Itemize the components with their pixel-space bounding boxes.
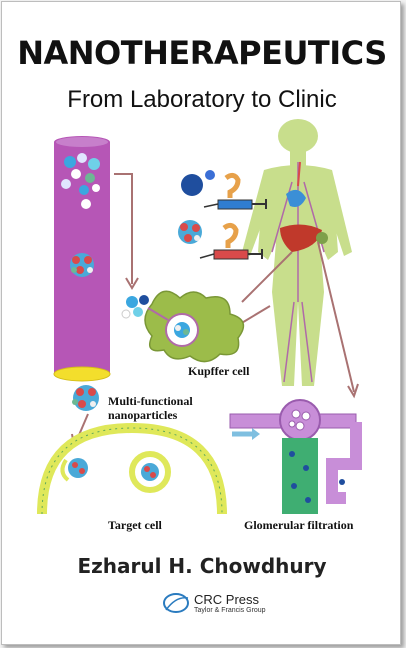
- publisher-tagline: Taylor & Francis Group: [194, 606, 266, 614]
- human-body-illustration: [241, 119, 359, 399]
- publisher-logo: CRC Press Taylor & Francis Group: [162, 592, 266, 614]
- glomerular-filtration-illustration: [229, 399, 362, 514]
- nanoparticles-label-line1: Multi-functional: [108, 394, 193, 408]
- target-cell-illustration: [37, 422, 227, 515]
- target-cell-label: Target cell: [108, 518, 162, 532]
- kupffer-cell-label: Kupffer cell: [188, 364, 250, 378]
- crc-logo-icon: [163, 593, 189, 613]
- publisher-name: CRC Press: [194, 591, 260, 607]
- nanoparticle-in-vessel: [70, 253, 94, 277]
- book-subtitle: From Laboratory to Clinic: [67, 86, 337, 113]
- multifunctional-nanoparticle-illustration: [72, 385, 99, 411]
- glomerular-filtration-label: Glomerular filtration: [244, 518, 354, 532]
- syringe-blue-illustration: [181, 170, 267, 210]
- nanoparticles-label-line2: nanoparticles: [108, 408, 178, 422]
- book-author: Ezharul H. Chowdhury: [77, 554, 327, 578]
- syringe-red-illustration: [178, 220, 263, 260]
- book-cover: NANOTHERAPEUTICS From Laboratory to Clin…: [1, 1, 401, 645]
- cover-illustration: [37, 119, 362, 515]
- kupffer-cell-illustration: [121, 290, 245, 363]
- book-title: NANOTHERAPEUTICS: [17, 34, 387, 72]
- blood-vessel-illustration: [53, 136, 111, 382]
